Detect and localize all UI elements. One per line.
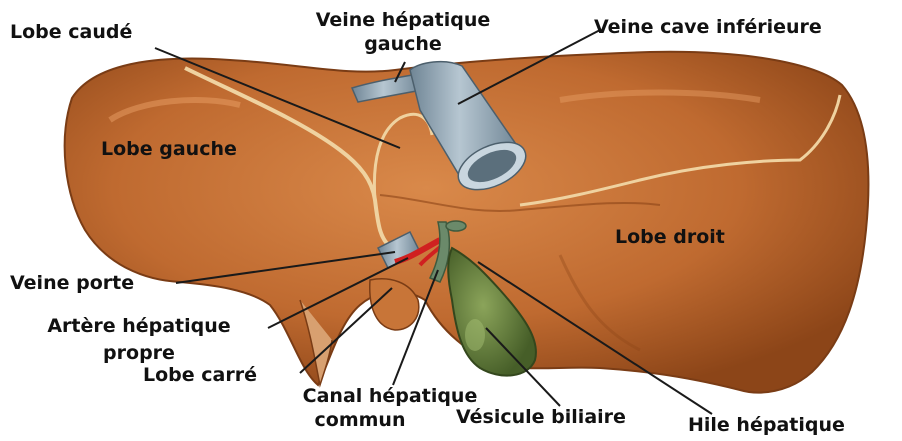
label-hepatic-artery-line1: Artère hépatique	[4, 315, 274, 337]
label-quadrate-lobe: Lobe carré	[143, 364, 257, 386]
label-common-hepatic-duct-line1: Canal hépatique	[260, 385, 520, 407]
label-left-lobe: Lobe gauche	[101, 138, 237, 160]
label-portal-vein: Veine porte	[10, 272, 134, 294]
label-hepatic-hilum: Hile hépatique	[688, 414, 845, 436]
label-right-lobe: Lobe droit	[615, 226, 725, 248]
label-common-hepatic-duct-line2: commun	[260, 409, 460, 431]
label-left-hepatic-vein-line1: Veine hépatique	[288, 9, 518, 31]
label-inferior-vena-cava: Veine cave inférieure	[594, 16, 822, 38]
label-gallbladder: Vésicule biliaire	[456, 406, 626, 428]
label-hepatic-artery-line2: propre	[4, 342, 274, 364]
label-lobe-caude: Lobe caudé	[10, 21, 132, 43]
label-left-hepatic-vein-line2: gauche	[288, 33, 518, 55]
